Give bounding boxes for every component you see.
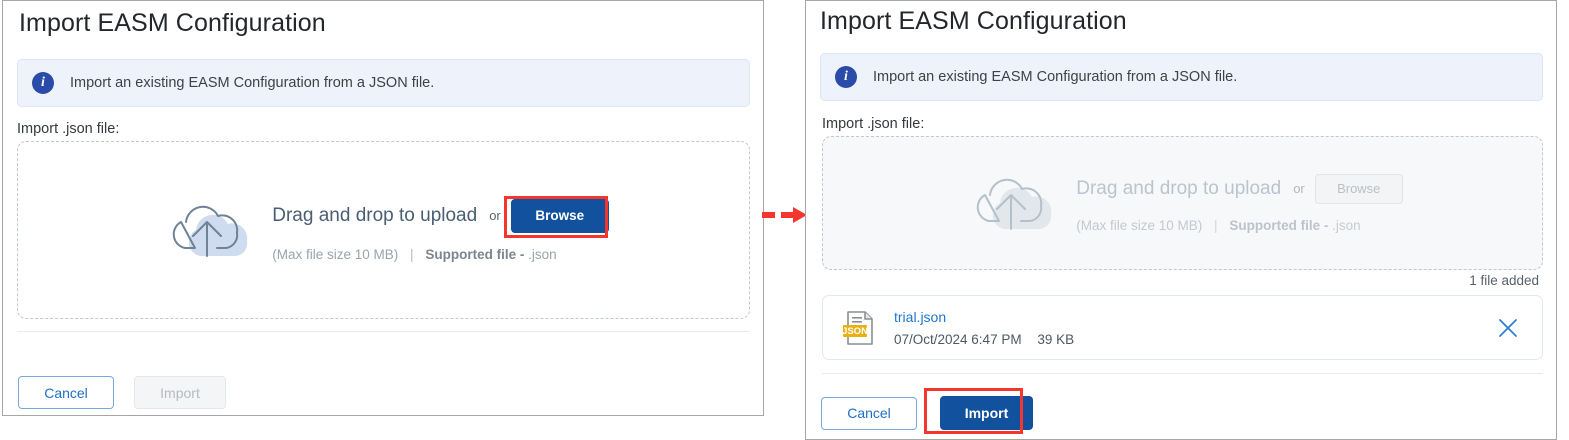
- dropzone-or-text: or: [1293, 181, 1305, 196]
- dialog-body: Import EASM Configuration i Import an ex…: [3, 1, 763, 415]
- import-dialog-before: Import EASM Configuration i Import an ex…: [2, 0, 764, 416]
- json-file-icon: JSON: [841, 308, 877, 348]
- browse-button[interactable]: Browse: [510, 198, 609, 233]
- max-file-size-text: (Max file size 10 MB): [272, 246, 399, 262]
- close-icon[interactable]: [1496, 316, 1520, 340]
- file-size: 39 KB: [1037, 331, 1075, 347]
- red-dashed-arrow-icon: [762, 205, 808, 225]
- dialog-footer: Cancel Import: [18, 376, 226, 409]
- dropzone-content: Drag and drop to upload or Browse (Max f…: [962, 167, 1403, 239]
- constraint-separator: |: [410, 246, 414, 262]
- info-circle-icon: i: [32, 72, 54, 94]
- import-dialog-after: Import EASM Configuration i Import an ex…: [805, 0, 1557, 440]
- file-count-label: 1 file added: [1469, 273, 1539, 288]
- supported-file-label: Supported file -: [1229, 217, 1329, 233]
- dropzone-primary-row: Drag and drop to upload or Browse: [272, 198, 609, 233]
- file-details: trial.json 07/Oct/2024 6:47 PM 39 KB: [894, 309, 1074, 347]
- max-file-size-text: (Max file size 10 MB): [1076, 217, 1203, 233]
- file-subtext: 07/Oct/2024 6:47 PM 39 KB: [894, 332, 1074, 347]
- dropzone-headline: Drag and drop to upload: [1076, 177, 1282, 199]
- svg-text:JSON: JSON: [842, 326, 868, 337]
- dropzone-texts: Drag and drop to upload or Browse (Max f…: [1076, 173, 1403, 233]
- info-banner-text: Import an existing EASM Configuration fr…: [70, 75, 435, 91]
- dropzone-or-text: or: [489, 208, 501, 223]
- constraint-separator: |: [1214, 217, 1218, 233]
- cloud-upload-icon: [158, 194, 254, 266]
- dropzone-headline: Drag and drop to upload: [272, 204, 478, 226]
- file-name-link[interactable]: trial.json: [894, 308, 947, 325]
- supported-file-ext: .json: [1332, 217, 1361, 233]
- import-file-label: Import .json file:: [17, 121, 120, 137]
- cloud-upload-icon: [962, 167, 1058, 239]
- info-banner-text: Import an existing EASM Configuration fr…: [873, 69, 1238, 85]
- dropzone-constraints: (Max file size 10 MB) | Supported file -…: [272, 247, 609, 262]
- footer-divider: [822, 373, 1543, 374]
- dropzone-texts: Drag and drop to upload or Browse (Max f…: [272, 198, 609, 262]
- supported-file-label: Supported file -: [425, 246, 525, 262]
- dropzone-primary-row: Drag and drop to upload or Browse: [1076, 173, 1403, 204]
- info-banner: i Import an existing EASM Configuration …: [820, 53, 1543, 101]
- info-banner: i Import an existing EASM Configuration …: [17, 59, 750, 107]
- page-title: Import EASM Configuration: [820, 7, 1127, 35]
- file-date: 07/Oct/2024 6:47 PM: [894, 331, 1022, 347]
- dialog-footer: Cancel Import: [821, 396, 1033, 430]
- cancel-button[interactable]: Cancel: [821, 396, 917, 430]
- dialog-body: Import EASM Configuration i Import an ex…: [806, 1, 1556, 439]
- supported-file-ext: .json: [528, 246, 557, 262]
- import-button: Import: [134, 376, 226, 409]
- dropzone-content: Drag and drop to upload or Browse (Max f…: [158, 194, 609, 266]
- info-circle-icon: i: [835, 66, 857, 88]
- page-title: Import EASM Configuration: [19, 9, 326, 37]
- cancel-button[interactable]: Cancel: [18, 376, 114, 409]
- file-dropzone: Drag and drop to upload or Browse (Max f…: [822, 136, 1543, 270]
- dropzone-constraints: (Max file size 10 MB) | Supported file -…: [1076, 218, 1403, 233]
- import-file-label: Import .json file:: [822, 116, 925, 132]
- file-dropzone[interactable]: Drag and drop to upload or Browse (Max f…: [17, 141, 750, 319]
- browse-button: Browse: [1314, 173, 1403, 204]
- uploaded-file-row: JSON trial.json 07/Oct/2024 6:47 PM 39 K…: [822, 295, 1543, 360]
- import-button[interactable]: Import: [940, 396, 1033, 430]
- footer-divider: [17, 331, 750, 332]
